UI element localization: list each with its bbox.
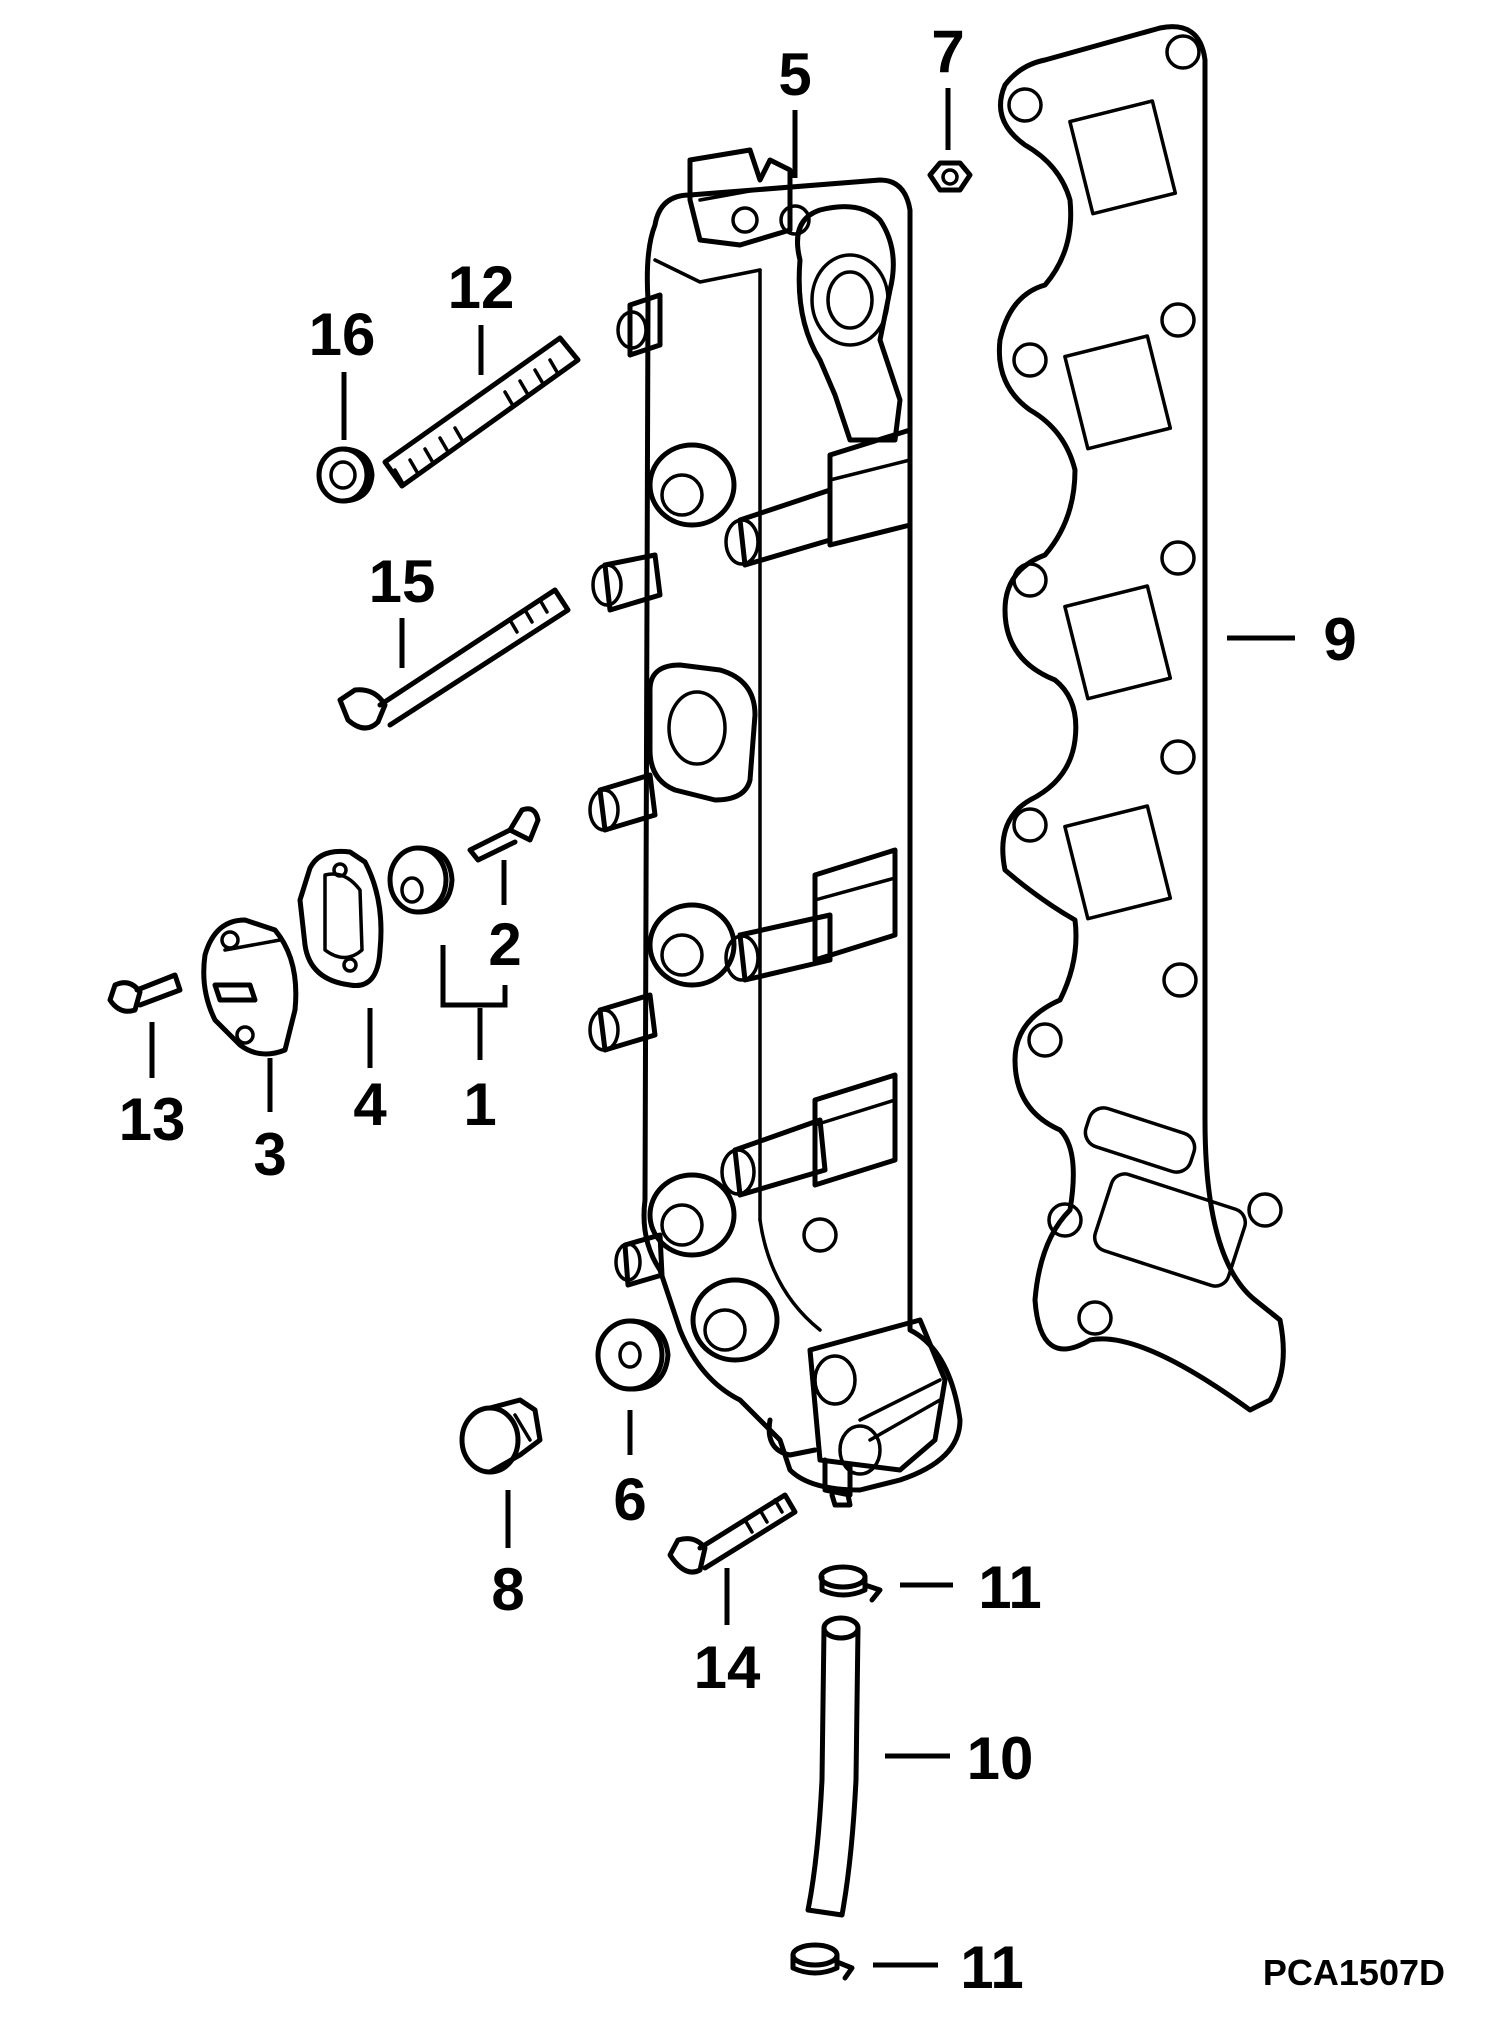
exhaust-manifold (588, 147, 963, 1508)
hose-clip-upper (818, 1564, 883, 1603)
callout-3: 3 (253, 1121, 286, 1188)
leader-lines (149, 88, 1295, 1968)
callout-6: 6 (613, 1466, 646, 1533)
hose (805, 1615, 861, 1918)
stud-bolt (382, 335, 581, 489)
callout-1: 1 (463, 1071, 496, 1138)
callout-labels: 5 7 12 16 15 9 2 4 1 13 3 6 8 14 11 10 1… (119, 18, 1357, 2001)
plug-8 (459, 1397, 543, 1475)
cover-plate (201, 917, 299, 1057)
callout-11-upper: 11 (978, 1554, 1041, 1621)
callout-5: 5 (778, 41, 811, 108)
cap-plug-1 (387, 845, 455, 915)
callout-14: 14 (694, 1634, 761, 1701)
callout-2: 2 (488, 911, 521, 978)
drawing-code: PCA1507D (1263, 1952, 1445, 1993)
callout-4: 4 (353, 1071, 387, 1138)
cover-gasket (297, 848, 384, 989)
bolt-15 (337, 587, 571, 731)
callout-11-lower: 11 (960, 1934, 1023, 2001)
small-screw-2 (467, 806, 541, 863)
bolt-14 (667, 1492, 798, 1575)
callout-13: 13 (119, 1086, 186, 1153)
manifold-gasket (996, 24, 1286, 1413)
small-bolt-13 (107, 972, 183, 1014)
washer-16 (316, 446, 375, 504)
small-nut (927, 160, 973, 193)
callout-9: 9 (1323, 606, 1356, 673)
hose-clip-lower (790, 1942, 855, 1981)
callout-10: 10 (967, 1725, 1034, 1792)
callout-15: 15 (369, 548, 436, 615)
callout-16: 16 (309, 301, 376, 368)
washer-6 (595, 1318, 671, 1392)
callout-7: 7 (931, 18, 964, 85)
callout-8: 8 (491, 1556, 524, 1623)
callout-12: 12 (448, 254, 515, 321)
